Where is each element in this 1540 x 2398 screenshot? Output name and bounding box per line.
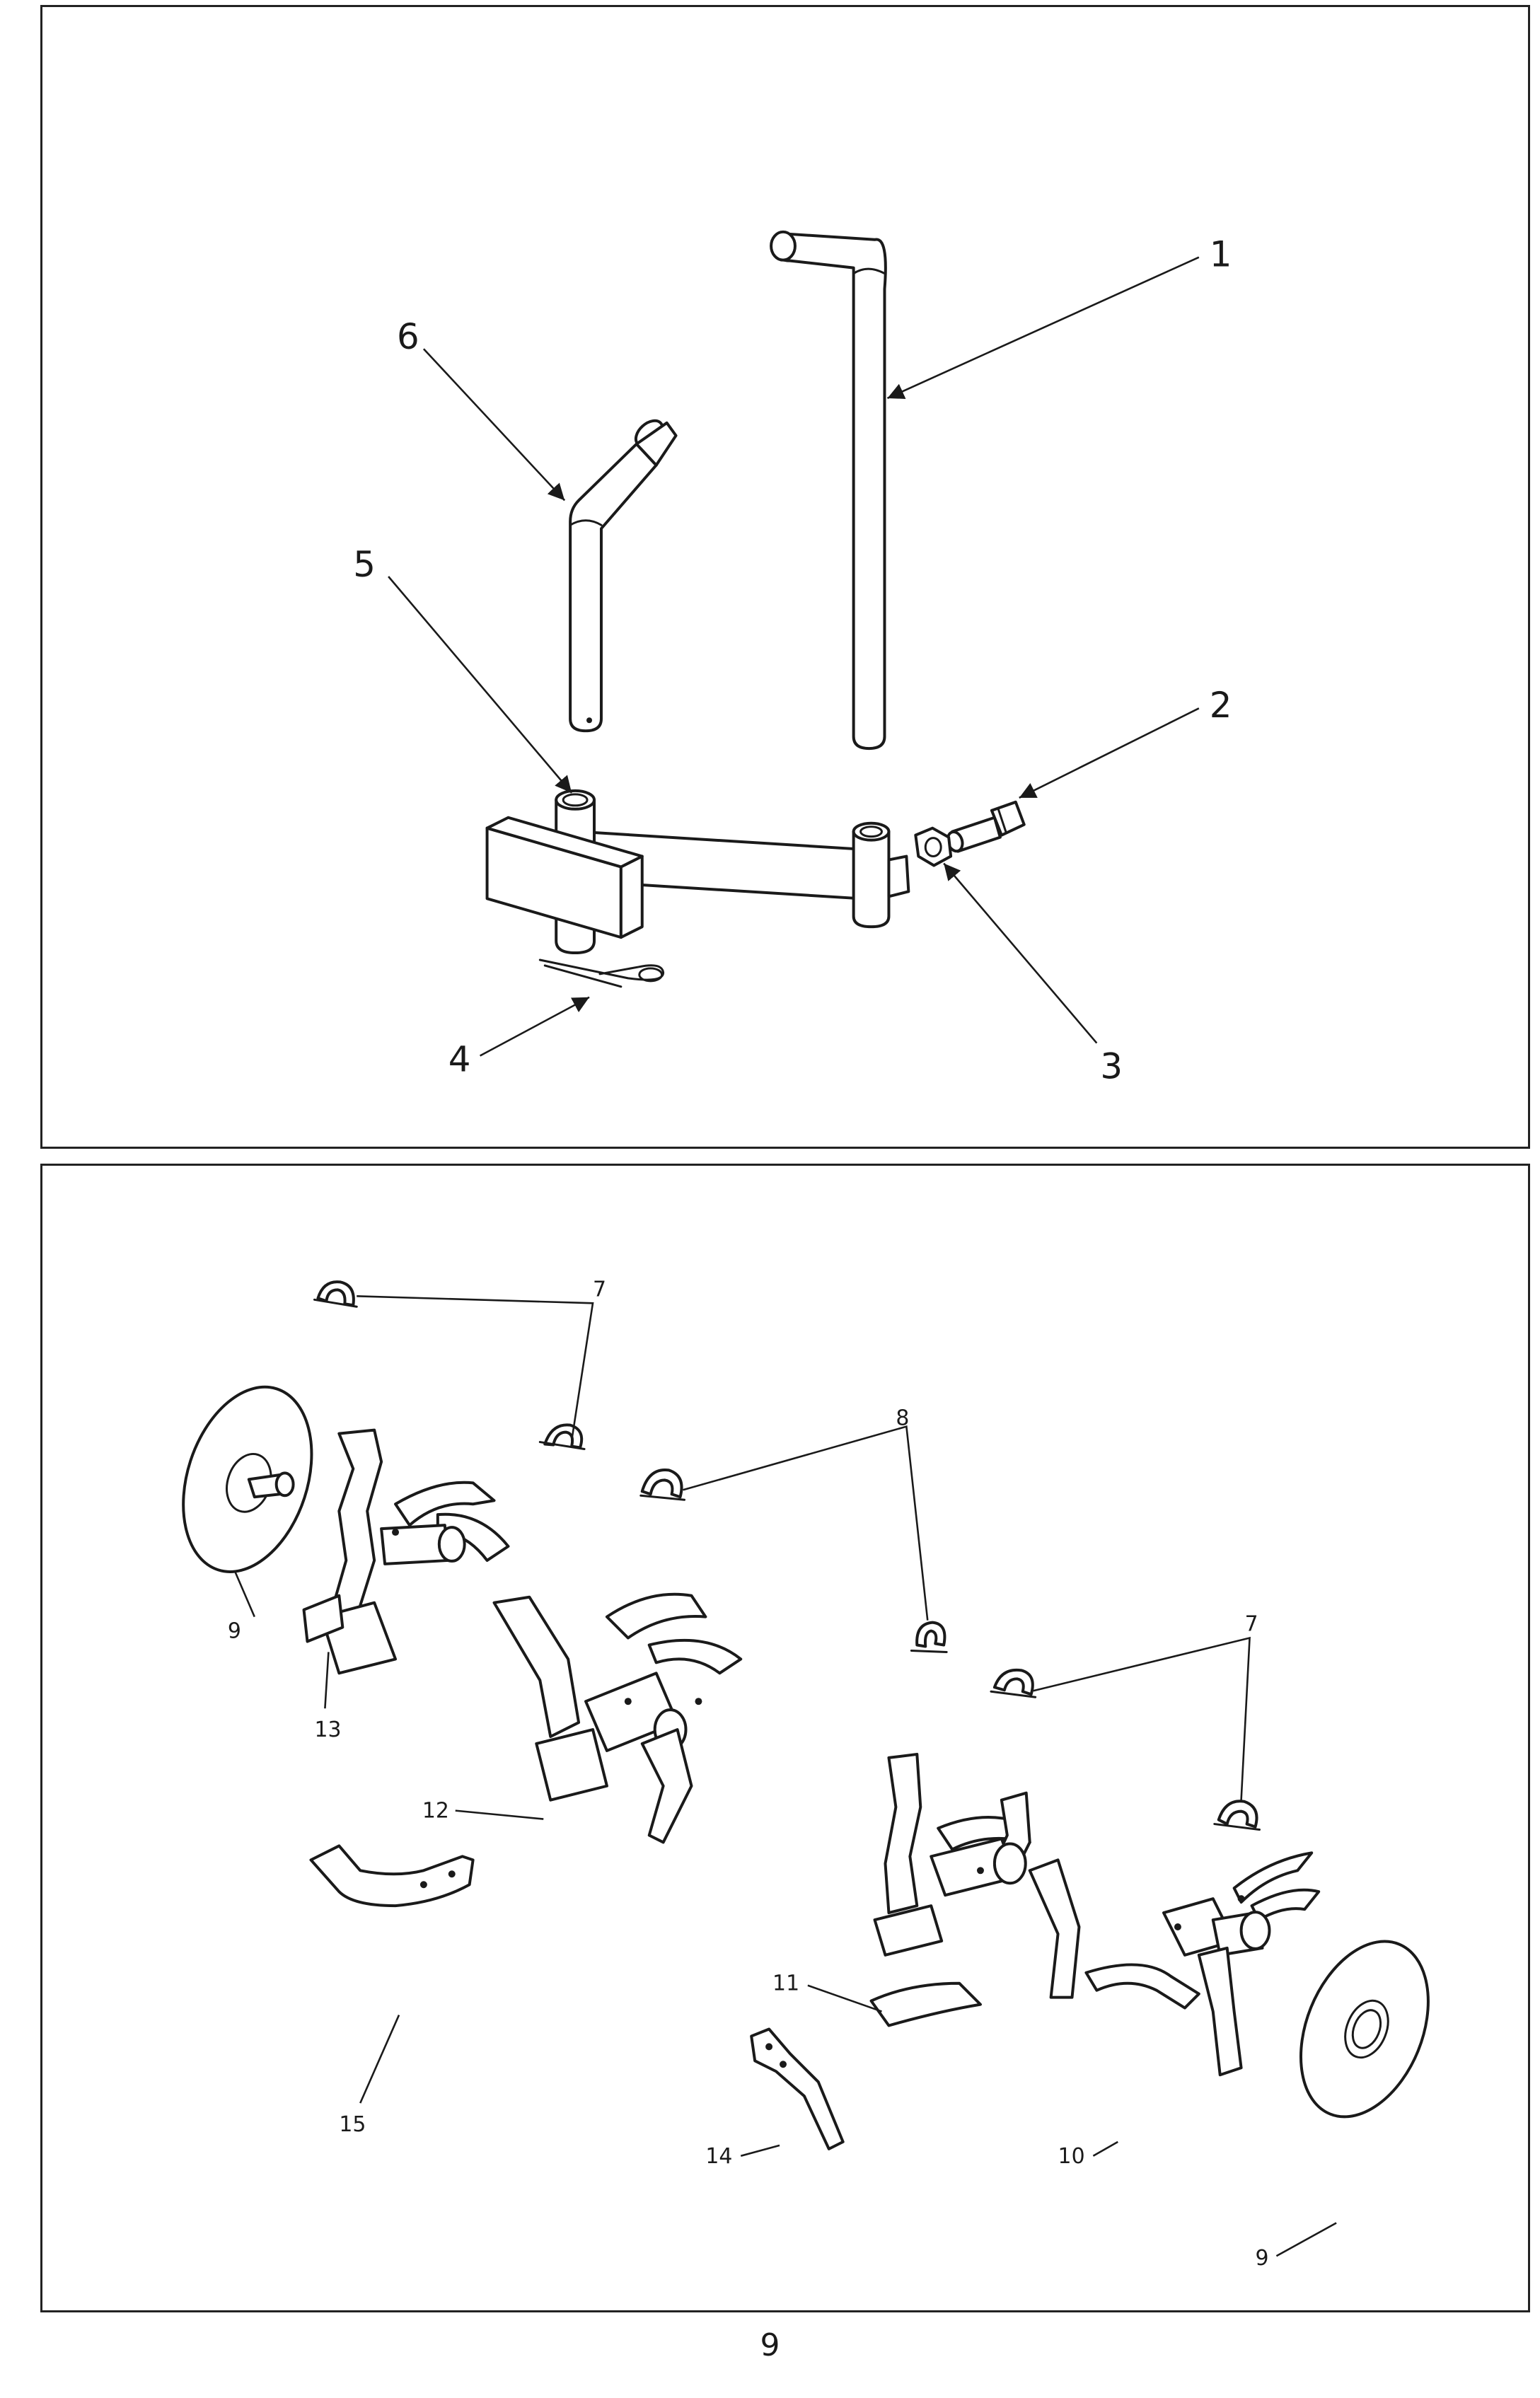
part-13-tine-assembly-left — [302, 1428, 510, 1675]
callout-9-left: 9 — [228, 1619, 241, 1644]
part-2-bolt — [946, 800, 1026, 853]
callout-13: 13 — [314, 1718, 341, 1742]
callout-12: 12 — [422, 1799, 449, 1824]
callout-9-right: 9 — [1256, 2246, 1269, 2271]
assembly-panel-bottom: 7 8 7 9 13 12 15 11 14 10 9 — [40, 1164, 1530, 2312]
tine-assembly-drawing: 7 8 7 9 13 12 15 11 14 10 9 — [182, 1277, 1430, 2271]
callout-2: 2 — [1210, 685, 1232, 726]
assembly-panel-top: 1 2 3 4 5 6 — [40, 5, 1530, 1149]
part-7-clip-right-a — [990, 1668, 1037, 1698]
part-11-tine-assembly-right — [869, 1752, 1081, 2027]
callout-3: 3 — [1100, 1045, 1123, 1087]
callout-7-right: 7 — [1245, 1612, 1258, 1637]
page-number: 9 — [760, 2327, 780, 2363]
callout-11: 11 — [772, 1971, 799, 1996]
frame-assembly-drawing: 1 2 3 4 5 6 — [353, 230, 1232, 1087]
part-15-blade — [309, 1844, 475, 1908]
part-9-wheel-disc-left — [182, 1385, 313, 1573]
part-7-clip-right-b — [1213, 1800, 1261, 1831]
callout-8: 8 — [896, 1406, 909, 1431]
callout-14: 14 — [705, 2144, 732, 2169]
part-8-clip-a — [639, 1469, 686, 1501]
callout-1: 1 — [1210, 234, 1232, 275]
part-14-blade-small — [750, 2027, 845, 2150]
callout-5: 5 — [353, 544, 376, 585]
part-5-frame — [485, 789, 910, 955]
part-4-r-pin — [538, 958, 665, 988]
part-7-clip-upper-b — [538, 1423, 586, 1451]
part-3-nut — [914, 826, 953, 867]
callout-7-upper: 7 — [593, 1277, 606, 1302]
part-7-clip-upper-a — [313, 1280, 358, 1308]
part-10-tine-assembly-right-outer — [1084, 1851, 1321, 2077]
part-8-clip-b — [910, 1621, 948, 1653]
part-6-angled-handle — [569, 419, 678, 733]
callout-10: 10 — [1058, 2144, 1085, 2169]
callout-15: 15 — [339, 2112, 366, 2137]
callout-4: 4 — [448, 1038, 471, 1079]
callout-6: 6 — [397, 316, 419, 357]
part-1-tall-handle — [770, 230, 887, 751]
part-9-wheel-disc-right — [1299, 1940, 1430, 2119]
part-12-tine-assembly-center — [492, 1592, 743, 1844]
